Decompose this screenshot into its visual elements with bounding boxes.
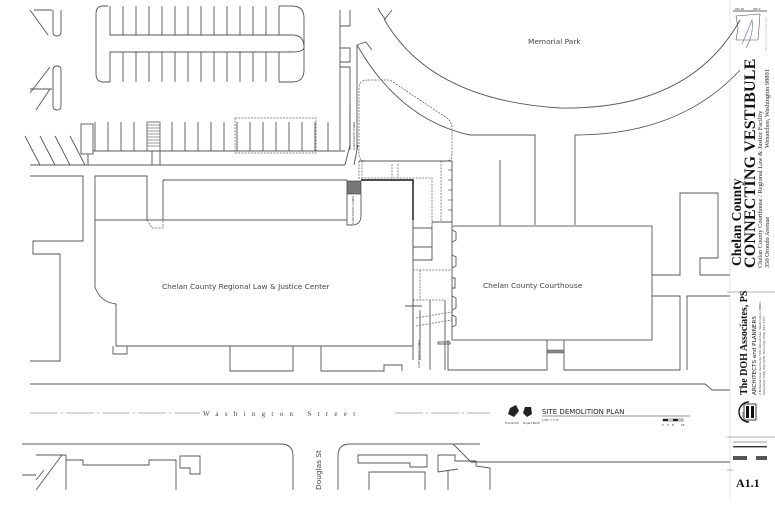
courthouse-label: Chelan County Courthouse [483,281,583,290]
courthouse-building: Chelan County Courthouse [447,160,730,371]
svg-text:0: 0 [662,423,664,427]
parking-row-south [24,117,345,166]
washington-street: Washington Street [30,383,730,445]
plan-scale: 1/16" = 1'-0" [542,418,559,422]
doh-logo-icon: DOH [738,401,757,423]
project-north-label: Project North [523,421,540,425]
svg-text:8': 8' [672,423,675,427]
sheet-number: A1.1 [736,476,760,490]
firm-phone: Telephone (509) 662-4781 Facsimile (509)… [762,316,766,396]
project-address-street: 350 Orondo Avenue [764,216,771,268]
project-title-line2: CONNECTING VESTIBULE [742,58,759,268]
project-address-city: Wenatchee, Washington 98801 [764,69,771,148]
memorial-park-label: Memorial Park [528,37,581,46]
firm-name: The DOH Associates, PS [739,290,750,395]
true-north-arrow-icon [508,405,519,417]
project-title-line1: Chelan County [729,178,744,266]
law-justice-center-label: Chelan County Regional Law & Justice Cen… [162,282,331,291]
svg-text:000 0: 000 0 [753,7,761,11]
svg-text:4': 4' [667,423,670,427]
douglas-street-label: Douglas St [314,450,323,490]
connecting-corridor: PUBLIC ACCESS PATH PUBLIC ACCESS PATH PU… [344,105,453,370]
firm-address: 2 N Wenatchee Ave Suite 500, Wenatchee, … [758,302,762,395]
svg-text:000 00: 000 00 [735,7,744,11]
architect-stamp-icon: 000 00 000 0 [733,7,767,52]
firm-tagline: ARCHITECTS and PLANNERS [752,316,758,395]
scale-bar: 0 4' 8' 16' [662,418,685,427]
svg-text:DOH: DOH [741,412,745,418]
public-access-label-1: PUBLIC ACCESS PATH [352,122,356,150]
washington-street-label: Washington Street [203,410,361,418]
public-access-label-3: PUBLIC ACCESS PATH [417,340,421,368]
project-north-arrow-icon [523,407,532,417]
project-subtitle: Chelan County Courthouse / Regional Law … [757,110,764,268]
svg-text:16': 16' [681,423,685,427]
title-block: 000 00 000 0 Chelan County CONNECTING VE… [727,0,775,500]
revision-table [733,441,767,460]
memorial-park: Memorial Park [356,7,741,225]
plan-title-block: True North Project North SITE DEMOLITION… [505,405,690,427]
public-access-label-2: PUBLIC ACCESS PATH [351,196,355,224]
parking-lot-north [29,5,351,150]
south-blocks: Douglas St [22,443,730,491]
law-justice-center-building: Chelan County Regional Law & Justice Cen… [30,175,414,372]
true-north-label: True North [505,421,519,425]
plan-title: SITE DEMOLITION PLAN [542,408,624,416]
